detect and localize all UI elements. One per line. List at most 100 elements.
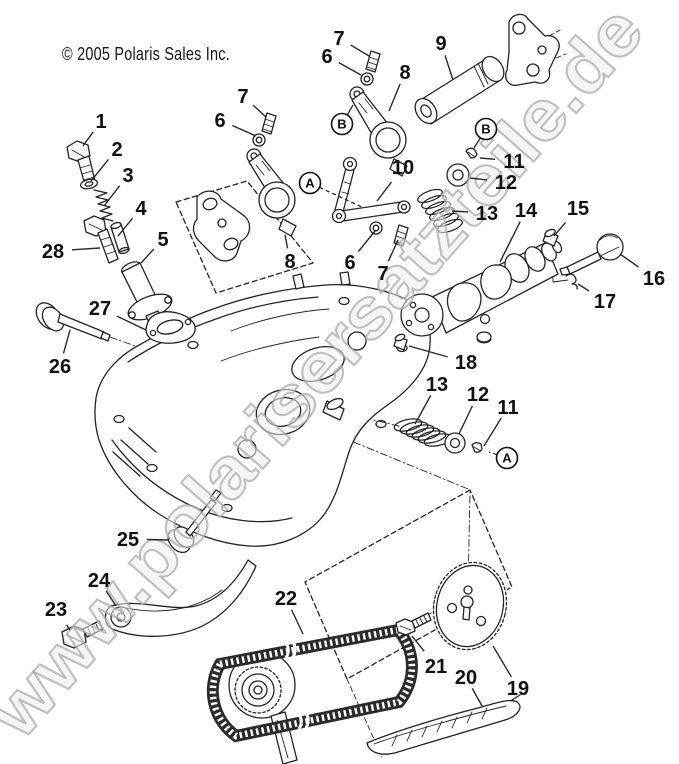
part-clip-17	[565, 273, 578, 290]
part-washer-2	[79, 178, 99, 190]
callout-leader-4	[117, 217, 133, 237]
callout-28: 28	[42, 241, 64, 263]
callout-13: 13	[476, 203, 498, 225]
part-bolt-1	[66, 140, 96, 186]
callout-27: 27	[89, 298, 111, 320]
part-valve-spring-13-upper	[417, 188, 463, 234]
callout-leader-24	[105, 590, 117, 607]
callout-10: 10	[392, 157, 414, 179]
callout-leader-14	[499, 221, 521, 263]
part-valve-25	[167, 489, 222, 554]
letter-callout-B: B	[481, 122, 490, 137]
callout-leader-20	[471, 688, 483, 707]
callout-7: 7	[377, 263, 388, 285]
callout-leader-10	[376, 181, 393, 202]
callout-8: 8	[284, 251, 295, 273]
callout-leader-13	[414, 395, 432, 425]
part-keeper-11-upper	[465, 147, 478, 159]
part-rocker-link-10	[331, 156, 411, 224]
letter-callout-leader-A	[319, 186, 363, 208]
callout-leader-11	[479, 157, 496, 161]
part-rocker-arm-8-left	[246, 148, 297, 237]
part-spring-3	[93, 189, 114, 222]
callout-leader-9	[444, 55, 454, 81]
callout-leader-19	[492, 645, 512, 678]
letter-callout-circle-B	[330, 112, 354, 136]
part-gasket-27	[145, 311, 196, 344]
callout-11: 11	[497, 397, 518, 419]
letter-callout-leader-A	[488, 451, 498, 456]
part-rocker-shaft-9	[414, 55, 505, 125]
callout-leader-21	[411, 635, 425, 652]
letter-callout-leader-B	[473, 137, 481, 149]
callout-17: 17	[594, 291, 616, 313]
callout-9: 9	[435, 33, 446, 55]
callout-leader-8	[388, 83, 401, 112]
callout-16: 16	[643, 268, 665, 290]
mount-bracket	[505, 13, 567, 86]
callout-leader-12	[469, 177, 488, 181]
callout-12: 12	[495, 172, 517, 194]
callout-leader-11	[483, 417, 502, 447]
part-bolt-28	[83, 215, 119, 264]
part-valve-spring-13-lower	[393, 418, 453, 447]
part-plug-18	[393, 333, 408, 351]
callout-leader-3	[103, 185, 121, 207]
part-adjusters-and-nuts	[252, 50, 409, 247]
callout-21: 21	[425, 656, 447, 678]
callout-leader-28	[71, 247, 101, 251]
callout-leader-15	[553, 221, 567, 237]
letter-callout-A: A	[502, 451, 512, 466]
callout-12: 12	[467, 384, 489, 406]
callout-2: 2	[111, 139, 122, 161]
callout-25: 25	[117, 529, 139, 551]
callout-6: 6	[214, 110, 225, 132]
engine-line-art	[35, 13, 624, 764]
part-valve-26	[35, 302, 111, 342]
part-cam-sprocket-19	[431, 560, 509, 652]
part-bolt-23	[61, 620, 104, 649]
letter-callout-circle-B	[474, 117, 498, 141]
callout-23: 23	[45, 599, 67, 621]
part-dowel-pin-4	[110, 221, 130, 255]
callout-11: 11	[503, 151, 524, 173]
callout-leader-17	[577, 283, 590, 292]
copyright-text: © 2005 Polaris Sales Inc.	[62, 44, 230, 64]
letter-callout-leader-B	[346, 104, 354, 116]
callout-24: 24	[88, 570, 111, 592]
callout-leader-7	[252, 104, 267, 118]
callout-leader-7	[350, 44, 370, 57]
callout-leader-6	[338, 61, 362, 76]
cam-holder-bracket	[192, 190, 251, 262]
part-keeper-11-lower	[471, 442, 483, 453]
callout-leader-23	[65, 624, 71, 631]
callout-22: 22	[275, 588, 297, 610]
callout-leader-25	[146, 538, 169, 541]
callout-7: 7	[333, 28, 344, 50]
part-shaft-16	[559, 233, 624, 276]
part-bolt-21	[395, 612, 432, 636]
callout-6: 6	[344, 252, 355, 274]
callout-6: 6	[321, 46, 332, 68]
callout-3: 3	[122, 165, 133, 187]
letter-callout-circle-A	[495, 446, 519, 470]
callout-leader-22	[290, 609, 304, 635]
letter-callout-B: B	[337, 117, 346, 132]
callout-leader-8	[284, 234, 289, 249]
part-chain-guide-20	[366, 694, 521, 755]
callout-8: 8	[399, 62, 410, 84]
part-retainer-12-lower	[444, 432, 466, 454]
part-cam-chain-22	[206, 623, 418, 743]
cylinder-head	[94, 271, 431, 547]
callout-leader-6	[232, 124, 257, 137]
callout-19: 19	[507, 678, 529, 700]
callout-leader-5	[140, 248, 155, 264]
part-camshaft-14	[400, 240, 563, 344]
part-rocker-arm-8-right	[349, 86, 408, 177]
callout-14: 14	[515, 200, 538, 222]
callout-4: 4	[135, 198, 147, 220]
callout-leader-16	[619, 253, 639, 268]
